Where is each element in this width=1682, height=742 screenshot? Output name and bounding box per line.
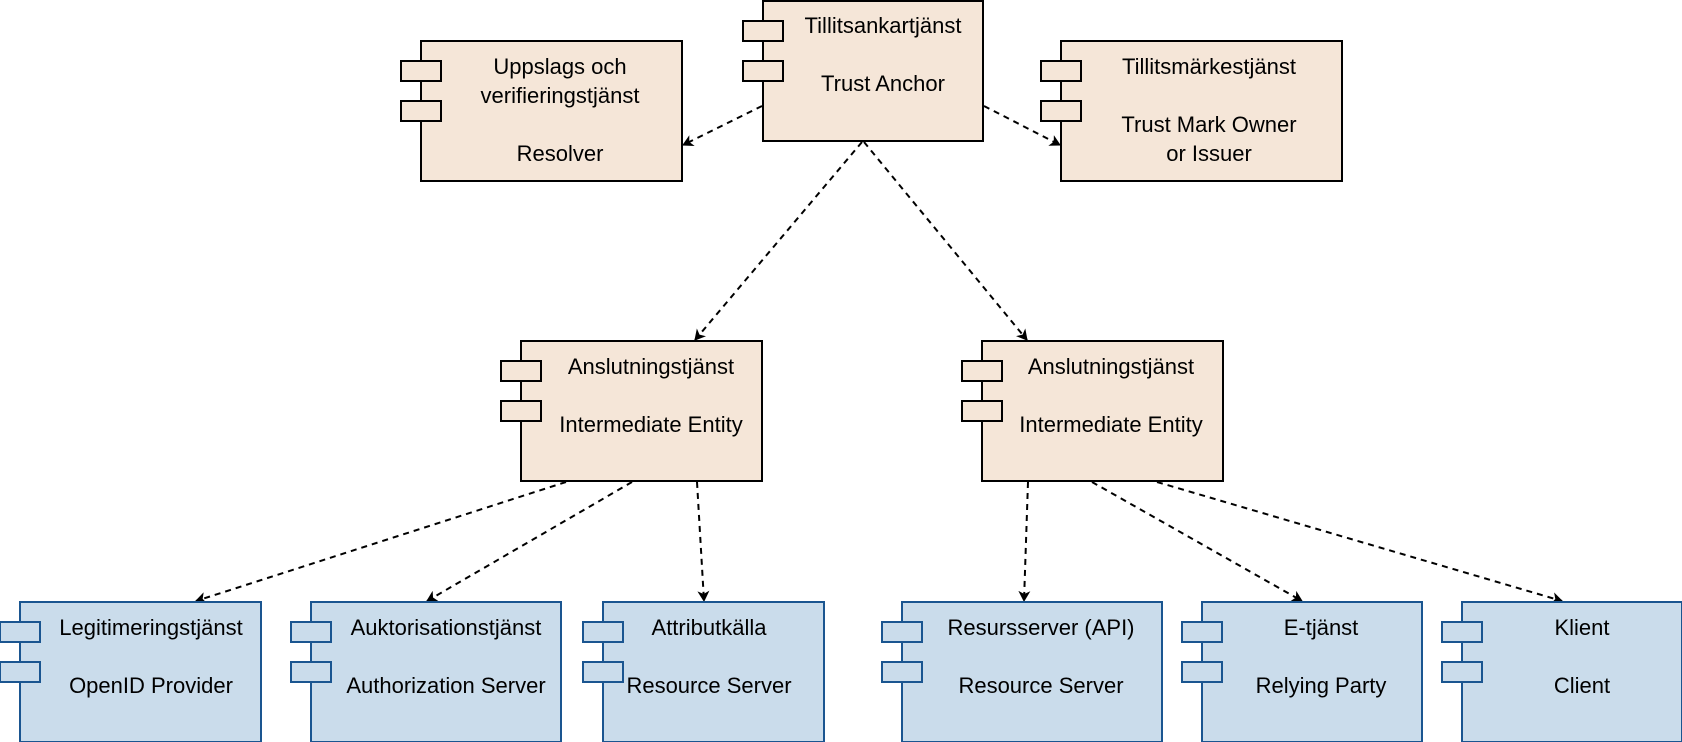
component-label-line: Attributkälla: [652, 615, 768, 640]
component-tab-bottom: [742, 60, 784, 82]
component-label-line: Tillitsmärkestjänst: [1122, 54, 1296, 79]
edge-trust-anchor-to-intermediate-left: [694, 141, 863, 341]
component-label-line: Resolver: [517, 141, 604, 166]
edges-layer: [195, 105, 1563, 604]
component-label-line: Authorization Server: [346, 673, 545, 698]
edge-intermediate-left-to-op: [195, 481, 567, 604]
edge-trust-anchor-to-intermediate-right: [863, 141, 1028, 341]
component-tab-top: [742, 20, 784, 42]
component-tab-bottom: [500, 400, 542, 422]
component-box: [901, 601, 1163, 742]
component-label-line: Resursserver (API): [947, 615, 1134, 640]
component-tab-bottom: [0, 661, 41, 683]
component-tab-top: [1441, 621, 1483, 643]
edge-trust-anchor-to-trust-mark: [983, 105, 1061, 146]
component-label-line: OpenID Provider: [69, 673, 233, 698]
component-label-line: Auktorisationstjänst: [351, 615, 542, 640]
component-box: [520, 340, 763, 482]
component-tab-bottom: [1181, 661, 1223, 683]
component-tab-top: [961, 360, 1003, 382]
component-tab-top: [582, 621, 624, 643]
component-tab-top: [0, 621, 41, 643]
component-icon: [400, 60, 442, 122]
component-icon: [742, 20, 784, 82]
component-icon: [0, 621, 41, 683]
edge-intermediate-right-to-rp: [1091, 481, 1303, 602]
component-tab-bottom: [290, 661, 332, 683]
component-label-line: E-tjänst: [1284, 615, 1359, 640]
edge-intermediate-right-to-client: [1156, 481, 1563, 604]
component-icon: [1441, 621, 1483, 683]
component-label-line: or Issuer: [1166, 141, 1252, 166]
component-icon: [961, 360, 1003, 422]
component-box: [19, 601, 262, 742]
component-icon: [1040, 60, 1082, 122]
component-label-line: Intermediate Entity: [1019, 412, 1202, 437]
component-tab-top: [290, 621, 332, 643]
component-box: [762, 0, 984, 142]
component-tab-bottom: [961, 400, 1003, 422]
component-box: [602, 601, 825, 742]
component-label-line: Resource Server: [958, 673, 1123, 698]
edge-intermediate-left-to-attr: [696, 481, 710, 602]
edge-trust-anchor-to-resolver: [682, 105, 763, 146]
component-label-line: Legitimeringstjänst: [59, 615, 242, 640]
component-box: [1461, 601, 1682, 742]
component-label-line: Uppslags och: [493, 54, 626, 79]
component-tab-top: [1040, 60, 1082, 82]
component-box: [420, 40, 683, 182]
component-label-line: Relying Party: [1256, 673, 1387, 698]
component-tab-top: [400, 60, 442, 82]
component-label-line: Klient: [1554, 615, 1609, 640]
component-label-line: Tillitsankartjänst: [805, 13, 962, 38]
component-icon: [881, 621, 923, 683]
component-icon: [500, 360, 542, 422]
component-label-line: Anslutningstjänst: [568, 354, 734, 379]
component-label-line: Client: [1554, 673, 1610, 698]
component-tab-top: [500, 360, 542, 382]
component-label-line: Intermediate Entity: [559, 412, 742, 437]
component-label-line: Resource Server: [626, 673, 791, 698]
component-icon: [290, 621, 332, 683]
component-label-line: verifieringstjänst: [481, 83, 640, 108]
component-icon: [582, 621, 624, 683]
component-api[interactable]: Resursserver (API) Resource Server: [881, 601, 1163, 742]
component-tab-bottom: [1040, 100, 1082, 122]
component-box: [981, 340, 1224, 482]
component-label-line: Trust Mark Owner: [1121, 112, 1296, 137]
component-label-line: Trust Anchor: [821, 71, 945, 96]
component-tab-bottom: [582, 661, 624, 683]
edge-intermediate-left-to-as: [426, 481, 633, 602]
component-label-line: Anslutningstjänst: [1028, 354, 1194, 379]
component-tab-bottom: [881, 661, 923, 683]
edge-intermediate-right-to-api: [1018, 481, 1031, 602]
component-icon: [1181, 621, 1223, 683]
component-tab-top: [1181, 621, 1223, 643]
component-tab-top: [881, 621, 923, 643]
component-tab-bottom: [1441, 661, 1483, 683]
component-tab-bottom: [400, 100, 442, 122]
